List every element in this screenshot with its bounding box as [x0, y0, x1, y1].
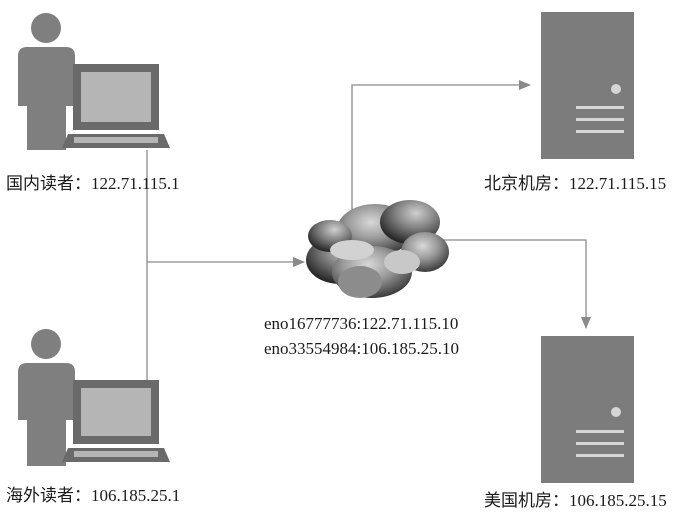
us-server-icon — [541, 336, 634, 483]
cloud-to-beijing-arrow — [351, 80, 531, 215]
beijing-server-icon — [541, 12, 634, 159]
overseas-laptop-icon — [62, 380, 170, 462]
cloud-interface-2-label: eno33554984:106.185.25.10 — [264, 339, 460, 358]
connector-lines — [146, 80, 591, 380]
us-room-label: 美国机房：106.185.25.15 — [484, 491, 667, 510]
beijing-room-label: 北京机房：122.71.115.15 — [484, 174, 667, 193]
overseas-person-icon — [18, 329, 75, 466]
cloud-to-us-arrow — [442, 239, 591, 329]
domestic-laptop-icon — [62, 64, 170, 148]
cloud-icon — [306, 200, 449, 298]
domestic-reader-label: 国内读者：122.71.115.1 — [6, 174, 180, 193]
domestic-person-icon — [18, 13, 75, 150]
overseas-reader-label: 海外读者：106.185.25.1 — [6, 486, 181, 505]
cloud-interface-1-label: eno16777736:122.71.115.10 — [264, 314, 459, 333]
